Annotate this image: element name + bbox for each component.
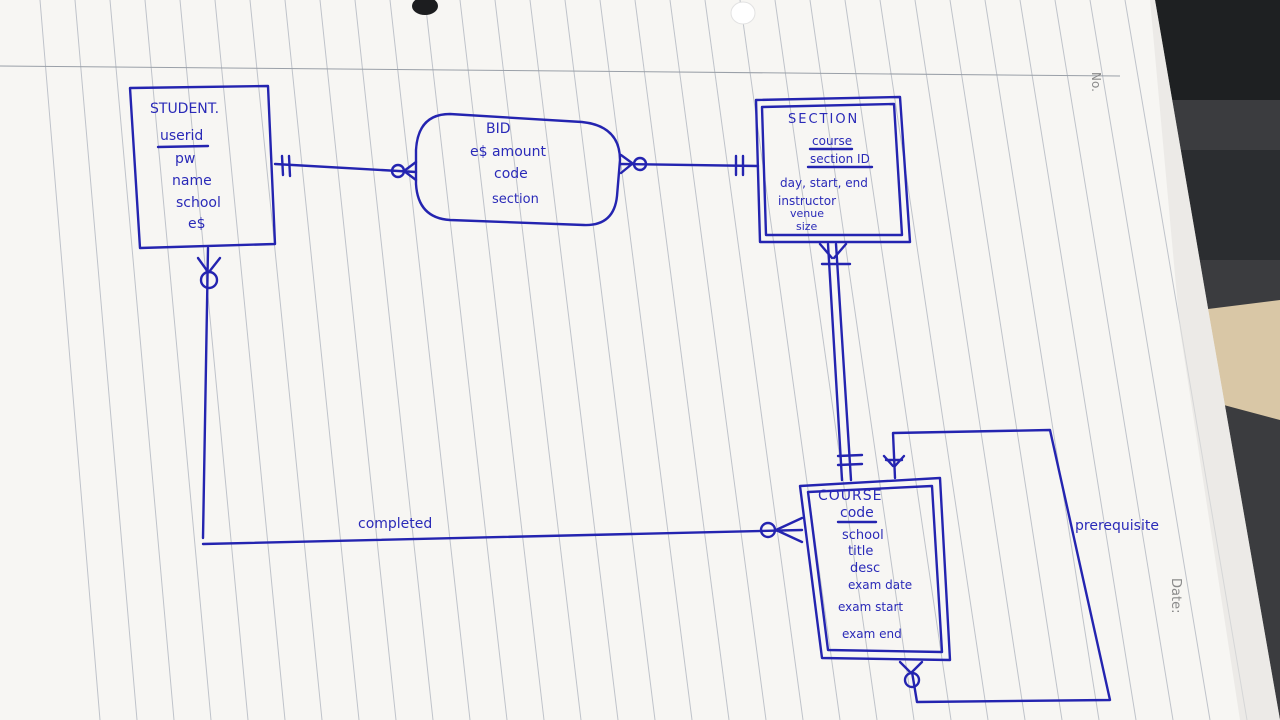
rule-line — [179, 0, 249, 720]
course-attr-examstart: exam start — [838, 600, 903, 614]
section-box-outer — [754, 95, 912, 244]
section-title: SECTION — [788, 112, 859, 127]
rule-line — [564, 0, 656, 720]
rule-line — [1019, 0, 1137, 720]
rule-line — [704, 0, 804, 720]
bid-attr-amount: e$ amount — [470, 144, 546, 160]
entity-student: STUDENT. userid pw name school e$ — [128, 84, 277, 250]
student-attr-userid: userid — [160, 128, 203, 144]
ruled-lines — [39, 0, 1248, 720]
student-attr-pw: pw — [175, 151, 195, 167]
rule-line — [284, 0, 360, 720]
bid-attr-code: code — [494, 166, 528, 182]
rule-line — [599, 0, 693, 720]
student-attr-name: name — [172, 173, 212, 189]
rule-line — [844, 0, 952, 720]
rel-completed — [196, 246, 804, 546]
prerequisite-label: prerequisite — [1075, 518, 1159, 534]
student-attr-edollar: e$ — [188, 216, 206, 232]
section-attr-daystartend: day, start, end — [780, 176, 868, 190]
rule-line — [319, 0, 397, 720]
student-key-underline — [156, 144, 210, 149]
rel-prerequisite — [882, 428, 1112, 704]
rule-line — [494, 0, 582, 720]
rule-line — [74, 0, 138, 720]
student-attr-school: school — [176, 195, 221, 211]
rule-line — [879, 0, 989, 720]
entity-course: COURSE code school title desc exam date … — [798, 476, 952, 662]
bid-title: BID — [486, 121, 511, 137]
bid-box — [414, 112, 622, 227]
rule-line — [39, 0, 101, 720]
course-attr-desc: desc — [850, 561, 880, 576]
course-attr-examend: exam end — [842, 627, 902, 641]
section-box-inner — [760, 102, 904, 237]
margin-line — [0, 65, 1121, 77]
bid-attr-section: section — [492, 192, 539, 207]
rule-line — [459, 0, 545, 720]
course-attr-code: code — [840, 505, 874, 521]
rule-line — [424, 0, 508, 720]
rule-line — [144, 0, 212, 720]
section-attr-venue: venue — [790, 207, 824, 220]
section-attr-course: course — [812, 134, 852, 148]
course-attr-title: title — [848, 544, 873, 559]
section-attr-sectionid: section ID — [810, 152, 870, 166]
rule-line — [774, 0, 878, 720]
student-title: STUDENT. — [150, 101, 219, 117]
course-box-outer — [798, 476, 952, 662]
entity-bid: BID e$ amount code section — [414, 112, 622, 227]
date-label: Date: — [1168, 578, 1183, 613]
binder-hole — [730, 1, 756, 25]
rel-section-course — [818, 242, 864, 482]
no-label: No. — [1089, 72, 1103, 92]
binder-hole — [412, 0, 438, 15]
student-box — [128, 84, 277, 250]
rule-line — [949, 0, 1063, 720]
course-attr-school: school — [842, 528, 884, 543]
course-attr-examdate: exam date — [848, 578, 912, 592]
rule-line — [669, 0, 767, 720]
course-title: COURSE — [818, 488, 883, 504]
course-box-inner — [806, 484, 944, 654]
rule-line — [984, 0, 1100, 720]
completed-label: completed — [358, 516, 432, 532]
rule-line — [1054, 0, 1174, 720]
section-attr-size: size — [796, 220, 818, 233]
entity-section: SECTION course section ID day, start, en… — [754, 95, 912, 244]
rule-line — [354, 0, 434, 720]
rel-bid-section — [618, 153, 760, 177]
rule-line — [249, 0, 323, 720]
rel-student-bid — [273, 154, 418, 182]
rule-line — [1089, 0, 1211, 720]
rule-line — [914, 0, 1026, 720]
paper-shadow — [1150, 0, 1280, 720]
rule-line — [109, 0, 175, 720]
section-attr-instructor: instructor — [778, 194, 836, 208]
monitor-edge — [1150, 0, 1280, 100]
rule-line — [809, 0, 915, 720]
rule-line — [389, 0, 471, 720]
rule-line — [634, 0, 730, 720]
rule-line — [214, 0, 286, 720]
